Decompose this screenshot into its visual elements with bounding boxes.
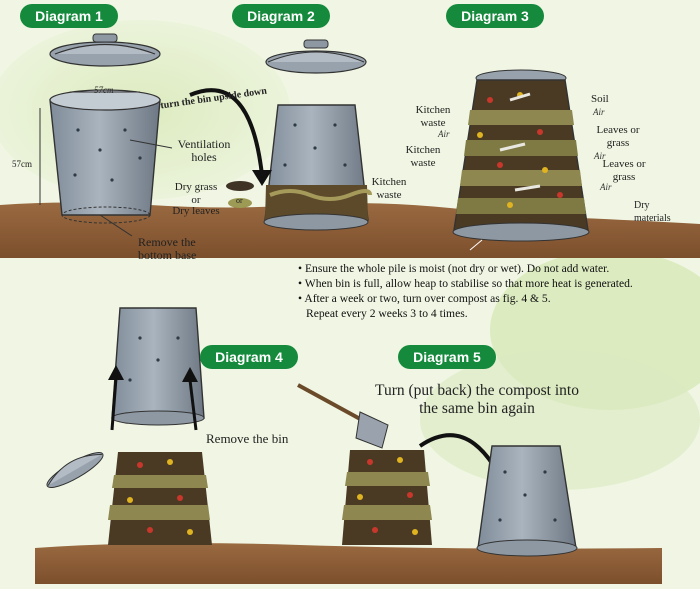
instruction-notes: • Ensure the whole pile is moist (not dr… (298, 261, 693, 321)
ventilation-label: Ventilation holes (177, 137, 231, 164)
note-4: Repeat every 2 weeks 3 to 4 times. (306, 307, 468, 320)
bin-height-label: 57cm (12, 159, 32, 169)
diagram-3-title: Diagram 3 (446, 4, 544, 28)
open-bin (39, 33, 173, 237)
kitchen-waste-label-3: Kitchen waste (371, 176, 407, 201)
dry-leaves-label: Dry leaves (172, 205, 220, 217)
kitchen-waste-label-2: Kitchen waste (405, 144, 441, 169)
dry-grass-label: Dry grass (174, 181, 218, 193)
compost-turning (297, 383, 578, 557)
lifted-bin (46, 307, 212, 545)
diagram-1-title: Diagram 1 (20, 4, 118, 28)
air-label-3: Air (594, 151, 606, 161)
soil-label: Soil (591, 93, 609, 105)
note-2: • When bin is full, allow heap to stabil… (298, 277, 633, 290)
layered-bin (452, 69, 590, 251)
diagram-5-title: Diagram 5 (398, 345, 496, 369)
air-label-4: Air (600, 182, 612, 192)
note-3: • After a week or two, turn over compost… (298, 292, 551, 305)
leaves-grass-label-1: Leaves or grass (596, 124, 640, 149)
diagram-2-title: Diagram 2 (232, 4, 330, 28)
or-small-label: or (236, 196, 243, 205)
air-label-2: Air (593, 107, 605, 117)
or-label: or (191, 194, 201, 206)
leaves-grass-label-2: Leaves or grass (602, 158, 646, 183)
remove-base-label: Remove the bottom base (138, 235, 197, 262)
remove-bin-label: Remove the bin (206, 431, 289, 446)
dry-materials-label: Dry materials (634, 200, 671, 224)
air-label-1: Air (438, 129, 450, 139)
kitchen-waste-label-1: Kitchen waste (415, 104, 451, 129)
inverted-bin (189, 39, 372, 231)
diagram-4-title: Diagram 4 (200, 345, 298, 369)
bin-width-label: 57cm (94, 85, 114, 95)
turn-back-label: Turn (put back) the compost into the sam… (375, 382, 579, 417)
note-1: • Ensure the whole pile is moist (not dr… (298, 262, 610, 275)
